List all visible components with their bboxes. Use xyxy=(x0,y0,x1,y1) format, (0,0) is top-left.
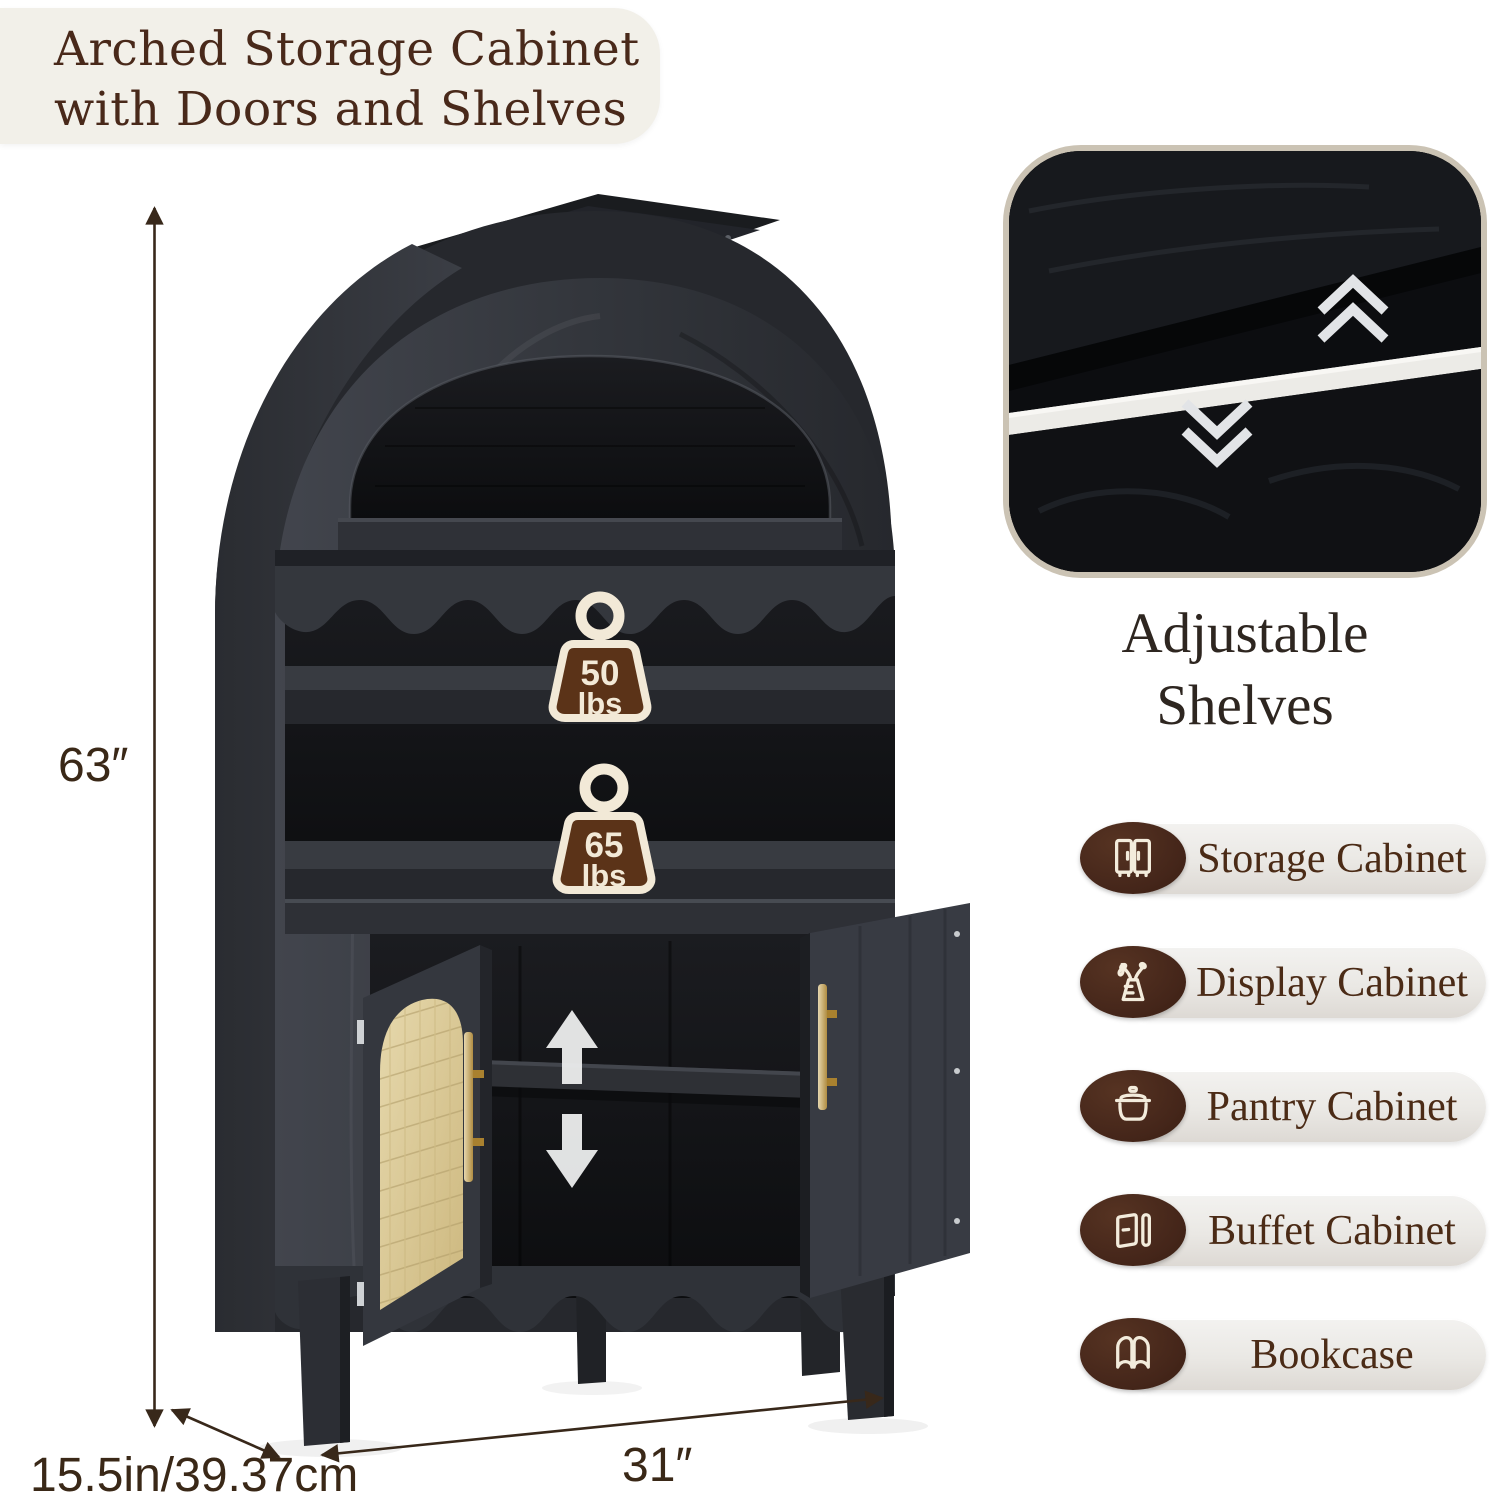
right-door-handle xyxy=(818,984,827,1110)
right-door xyxy=(800,903,970,1298)
cabinet-side-panel xyxy=(215,244,462,1332)
front-right-leg xyxy=(840,1268,894,1420)
double-chevron-down-icon xyxy=(1181,399,1253,468)
left-door xyxy=(357,945,492,1346)
svg-text:lbs: lbs xyxy=(582,858,627,893)
svg-text:65: 65 xyxy=(585,826,624,865)
weight-badge-50lbs: 50 lbs xyxy=(548,591,652,722)
rattan-panel xyxy=(380,998,463,1310)
feature-bookcase: Bookcase xyxy=(1080,1318,1487,1390)
svg-text:lbs: lbs xyxy=(578,686,623,721)
wardrobe-icon xyxy=(1115,838,1151,878)
feature-badge xyxy=(1080,946,1186,1018)
detail-caption: Adjustable Shelves xyxy=(1003,598,1487,742)
feature-buffet-cabinet: Buffet Cabinet xyxy=(1080,1194,1487,1266)
feature-pill: Storage Cabinet xyxy=(1118,823,1486,894)
feature-label: Buffet Cabinet xyxy=(1208,1208,1456,1254)
feature-display-cabinet: Display Cabinet xyxy=(1080,946,1487,1018)
product-title-line2: with Doors and Shelves xyxy=(54,82,628,137)
down-arrow-icon xyxy=(546,1114,598,1188)
up-arrow-icon xyxy=(546,1010,598,1084)
product-title-line1: Arched Storage Cabinet xyxy=(54,22,640,77)
detail-caption-line2: Shelves xyxy=(1156,674,1334,737)
feature-storage-cabinet: Storage Cabinet xyxy=(1080,822,1487,894)
feature-pill: Display Cabinet xyxy=(1118,947,1486,1018)
feature-badge xyxy=(1080,1070,1186,1142)
width-dimension-label: 31″ xyxy=(622,1439,693,1492)
weight-badge-65lbs: 65 lbs xyxy=(552,763,656,894)
feature-pill: Pantry Cabinet xyxy=(1118,1071,1486,1142)
feature-pantry-cabinet: Pantry Cabinet xyxy=(1080,1070,1487,1142)
arch-niche xyxy=(348,354,832,518)
feature-label: Bookcase xyxy=(1250,1332,1414,1378)
feature-label: Storage Cabinet xyxy=(1197,836,1467,882)
left-door-handle xyxy=(464,1032,473,1182)
vase-plant-icon xyxy=(1117,961,1147,1002)
cabinet-illustration: 50 lbs 65 lbs xyxy=(200,186,990,1458)
feature-label: Display Cabinet xyxy=(1196,960,1468,1006)
detail-caption-line1: Adjustable xyxy=(1121,602,1369,665)
double-chevron-up-icon xyxy=(1317,274,1389,343)
svg-text:50: 50 xyxy=(581,654,620,693)
product-title: Arched Storage Cabinet with Doors and Sh… xyxy=(0,8,660,144)
depth-dimension-label: 15.5in/39.37cm xyxy=(30,1449,359,1502)
feature-badge xyxy=(1080,822,1186,894)
open-book-icon xyxy=(1116,1336,1150,1369)
feature-badge xyxy=(1080,1318,1186,1390)
height-dimension-label: 63″ xyxy=(58,739,129,792)
open-door-icon xyxy=(1116,1213,1151,1248)
feature-label: Pantry Cabinet xyxy=(1206,1084,1458,1130)
cooking-pot-icon xyxy=(1115,1085,1151,1121)
adjustable-shelf-detail-card xyxy=(1003,145,1487,578)
feature-badge xyxy=(1080,1194,1186,1266)
